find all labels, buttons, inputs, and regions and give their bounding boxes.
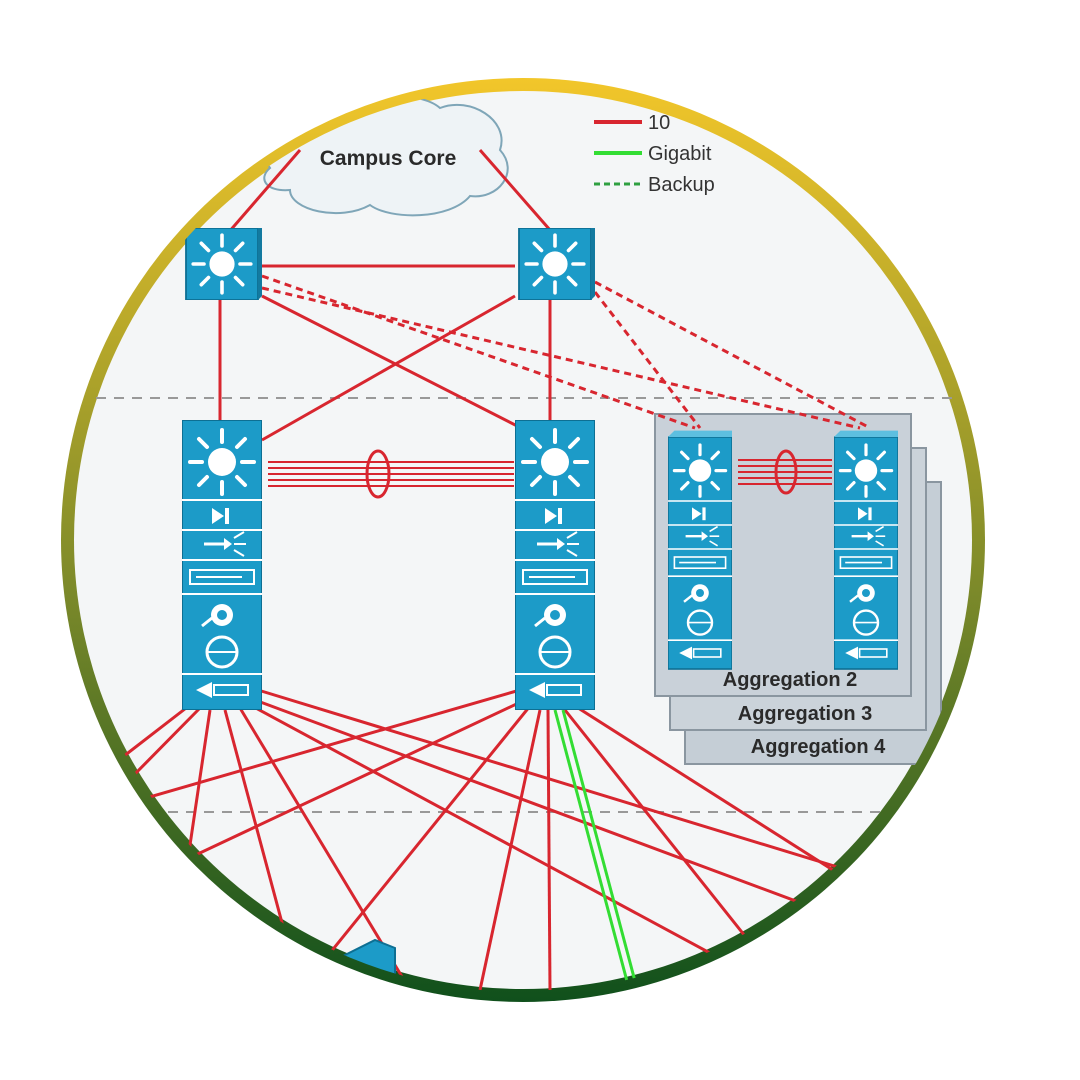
backup-core2-agg2b bbox=[594, 280, 871, 430]
core-links bbox=[218, 149, 552, 442]
aggregation-1-switch-a bbox=[182, 420, 262, 710]
cloud-label: Campus Core bbox=[320, 147, 457, 170]
trunk-agg1 bbox=[268, 449, 514, 499]
backup-core1-agg2b bbox=[261, 286, 861, 430]
aggregation-3-label: Aggregation 3 bbox=[738, 703, 872, 725]
aggregation-2-switch-b bbox=[834, 428, 898, 671]
link-core1-agg1b bbox=[261, 294, 526, 432]
aggregation-4-label: Aggregation 4 bbox=[751, 736, 886, 758]
link-cloud-core1 bbox=[220, 149, 302, 241]
backup-links bbox=[261, 274, 871, 430]
trunk-agg2 bbox=[738, 449, 832, 495]
aggregation-1-switch-b bbox=[515, 420, 595, 710]
core-switch-1 bbox=[184, 228, 262, 300]
core-switch-2 bbox=[517, 228, 595, 300]
legend-label-10: 10 bbox=[648, 112, 670, 134]
link-core2-agg1a bbox=[261, 294, 516, 442]
gigabit-link bbox=[553, 709, 638, 986]
legend: 10 Gigabit Backup bbox=[594, 112, 715, 196]
link-cloud-core2 bbox=[478, 149, 552, 231]
legend-label-gigabit: Gigabit bbox=[648, 143, 712, 165]
backup-core2-agg2a bbox=[593, 291, 702, 429]
aggregation-2-label: Aggregation 2 bbox=[723, 669, 857, 691]
legend-label-backup: Backup bbox=[648, 174, 715, 196]
aggregation-2-switch-a bbox=[668, 428, 732, 671]
backup-core1-agg2a bbox=[261, 274, 696, 430]
